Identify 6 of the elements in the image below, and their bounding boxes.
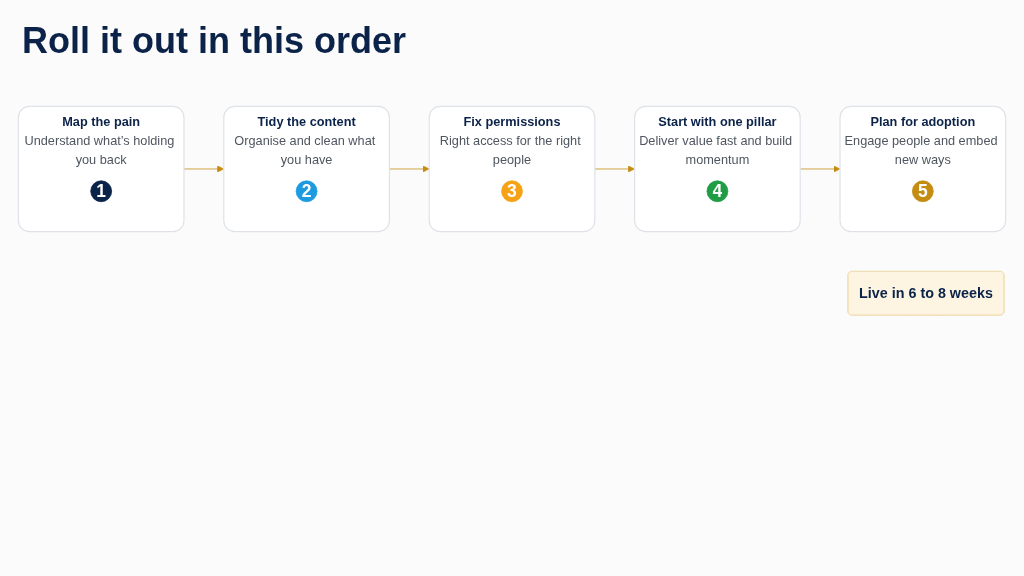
node-circle: 1 [90, 180, 113, 203]
node-circle: 4 [706, 180, 729, 203]
node-circle: 3 [501, 180, 523, 203]
node-circle: 5 [912, 180, 934, 203]
heading: Roll it out in this order [22, 20, 406, 62]
node-circle: 2 [295, 180, 318, 203]
